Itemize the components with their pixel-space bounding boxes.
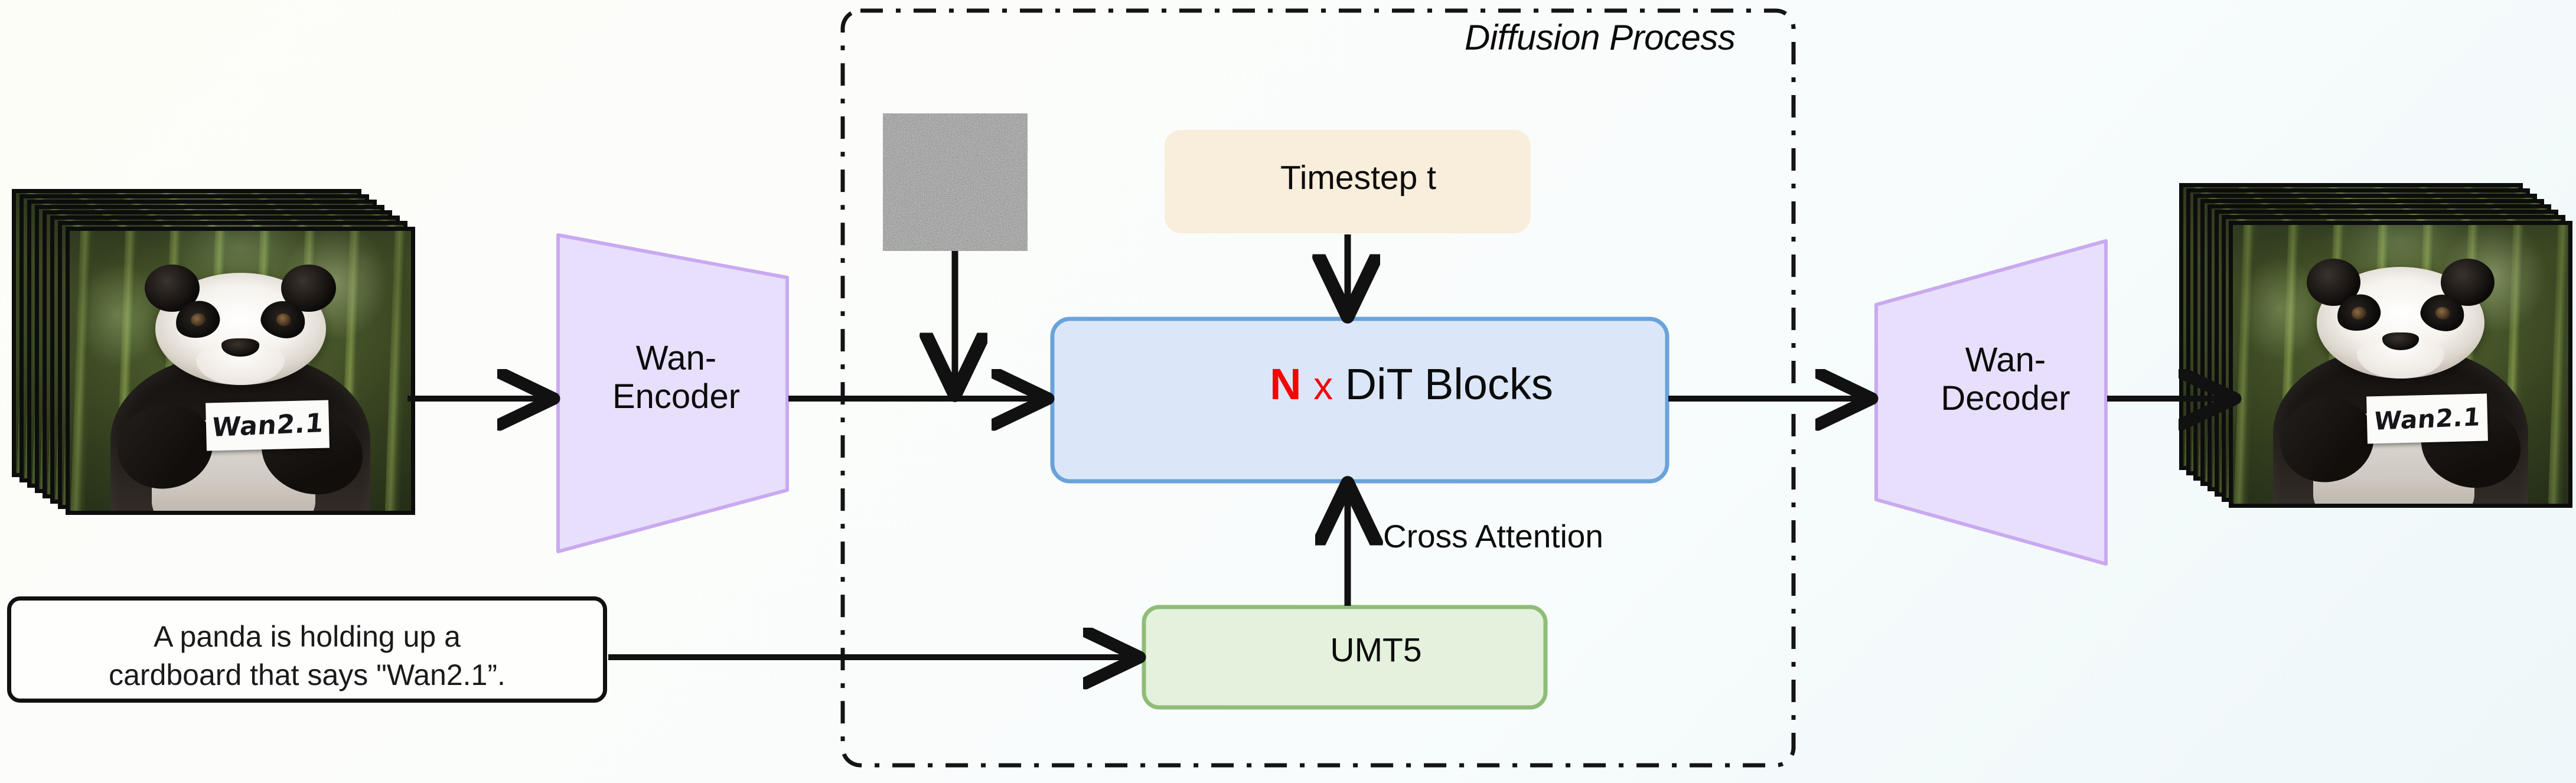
wan-encoder-label: Wan- Encoder (561, 339, 791, 416)
panda-nose (221, 338, 259, 357)
dit-blocks-label: N x DiT Blocks (1098, 360, 1724, 409)
text-prompt-line2: cardboard that says "Wan2.1”. (109, 658, 506, 691)
umt5-label: UMT5 (1330, 631, 1422, 669)
text-prompt-line1: A panda is holding up a (154, 620, 461, 653)
text-prompt-label: A panda is holding up a cardboard that s… (24, 618, 591, 694)
dit-blocks-text: DiT Blocks (1345, 360, 1553, 409)
panda-sign: Wan2.1 (2366, 393, 2489, 444)
panda-sign: Wan2.1 (206, 400, 330, 451)
wan-encoder-label-line1: Wan- (635, 339, 717, 377)
input-video-frames: Wan2.1 (12, 189, 425, 520)
video-frame-front: Wan2.1 (2229, 221, 2572, 508)
wan-decoder-label-line2: Decoder (1941, 379, 2070, 417)
panda-sign-text: Wan2.1 (210, 407, 325, 443)
wan-decoder-label: Wan- Decoder (1887, 341, 2124, 418)
wan-decoder-label-line1: Wan- (1965, 341, 2046, 379)
dit-multiply-sign: x (1313, 364, 1333, 407)
panda-sign-text: Wan2.1 (2373, 402, 2482, 436)
output-video-frames: Wan2.1 (2179, 183, 2576, 514)
diffusion-process-title: Diffusion Process (1465, 18, 1736, 57)
gaussian-noise-latent-icon (883, 113, 1028, 251)
timestep-label: Timestep t (1280, 159, 1436, 197)
wan-encoder-label-line2: Encoder (612, 377, 741, 416)
video-frame-front: Wan2.1 (66, 227, 415, 515)
cross-attention-label: Cross Attention (1383, 518, 1603, 554)
dit-repeat-count: N (1270, 360, 1302, 409)
text-prompt-box (7, 596, 607, 703)
